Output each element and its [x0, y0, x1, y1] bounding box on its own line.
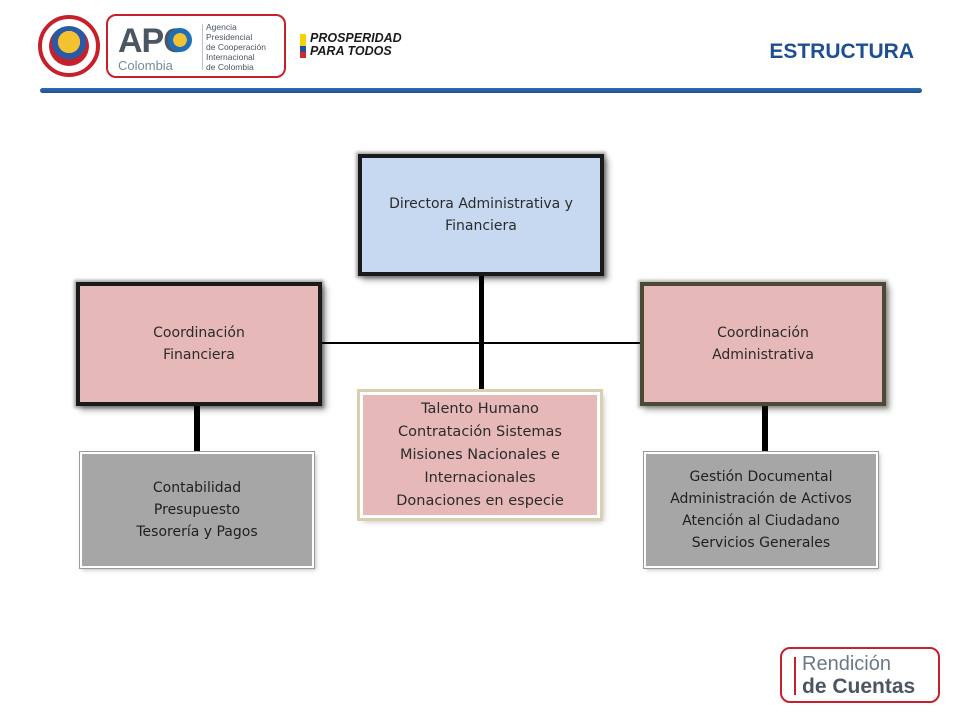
apc-agency-line: de Colombia [206, 62, 254, 72]
page-title: ESTRUCTURA [769, 40, 914, 63]
org-box-line: Internacionales [424, 469, 536, 486]
rendicion-de-cuentas-badge: Rendición de Cuentas [780, 647, 940, 703]
apc-agency-name: Agencia Presidencial de Cooperación Inte… [206, 22, 286, 72]
connector-administrativa-down [762, 404, 768, 454]
org-box-line: Tesorería y Pagos [136, 524, 258, 540]
org-box-line: Presupuesto [153, 502, 241, 518]
org-box-line: Misiones Nacionales e [400, 446, 560, 463]
org-box-coord-financiera: Coordinación Financiera [76, 282, 322, 406]
org-box-line: Servicios Generales [691, 535, 831, 551]
apc-star-icon [168, 28, 192, 52]
connector-director-down [479, 274, 484, 392]
prosperidad-line: PARA TODOS [310, 44, 392, 58]
org-box-line: Gestión Documental [689, 469, 833, 485]
org-box-directora-label: Directora Administrativa y Financiera [389, 196, 573, 234]
header-divider [40, 88, 922, 93]
apc-agency-line: de Cooperación [206, 42, 267, 52]
apc-country: Colombia [118, 58, 173, 73]
badge-line-1: Rendición [802, 653, 891, 675]
org-box-line: Contratación Sistemas [398, 423, 562, 440]
apc-agency-line: Agencia [206, 22, 237, 32]
apc-divider [202, 24, 203, 70]
connector-horizontal [316, 342, 646, 344]
org-box-line: Coordinación [153, 325, 245, 341]
org-box-coord-administrativa: Coordinación Administrativa [640, 282, 886, 406]
org-box-line: Donaciones en especie [396, 492, 564, 509]
org-box-centro: Talento Humano Contratación Sistemas Mis… [360, 392, 600, 518]
coat-of-arms-icon [49, 26, 89, 66]
colombia-seal-logo [38, 15, 100, 77]
connector-financiera-down [194, 404, 200, 454]
org-box-line: Coordinación [717, 325, 809, 341]
prosperidad-logo: PROSPERIDAD PARA TODOS [300, 32, 412, 62]
badge-accent-bar [794, 657, 796, 695]
prosperidad-line: PROSPERIDAD [310, 31, 402, 45]
org-box-fin-units: Contabilidad Presupuesto Tesorería y Pag… [80, 452, 314, 568]
org-box-line: Administrativa [712, 347, 814, 363]
badge-line-2: de Cuentas [802, 675, 916, 698]
org-box-line: Atención al Ciudadano [682, 513, 840, 529]
apc-agency-line: Presidencial [206, 32, 253, 42]
org-box-line: Talento Humano [421, 400, 539, 417]
org-box-adm-units: Gestión Documental Administración de Act… [644, 452, 878, 568]
org-box-directora: Directora Administrativa y Financiera [358, 154, 604, 276]
org-box-line: Contabilidad [152, 480, 242, 496]
apc-logo: APC Colombia Agencia Presidencial de Coo… [106, 14, 286, 78]
apc-agency-line: Internacional [206, 52, 255, 62]
org-box-line: Administración de Activos [670, 491, 852, 507]
org-box-line: Financiera [163, 347, 235, 363]
